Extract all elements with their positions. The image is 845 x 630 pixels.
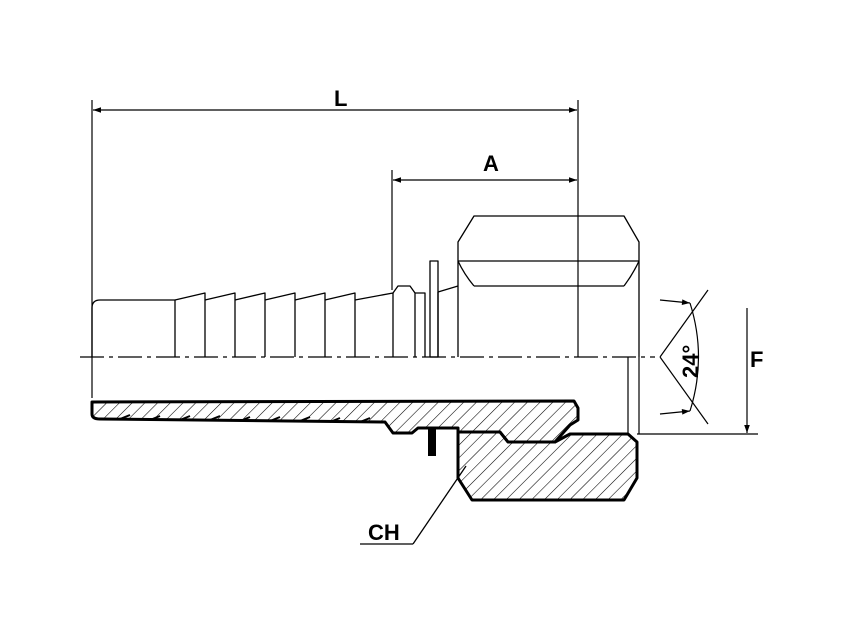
hex-leader bbox=[360, 465, 467, 545]
retaining-ring bbox=[428, 428, 436, 456]
section-barbs bbox=[119, 414, 371, 423]
angle-label: 24° bbox=[678, 345, 703, 378]
dimension-a-label: A bbox=[483, 151, 499, 176]
dimension-a bbox=[391, 170, 577, 290]
hex-label: CH bbox=[368, 520, 400, 545]
section-nut-hatch bbox=[456, 430, 639, 502]
dimension-f-label: F bbox=[750, 347, 763, 372]
angle-dimension bbox=[659, 289, 709, 425]
guide-lines bbox=[627, 357, 758, 435]
fitting-outline-upper bbox=[91, 215, 640, 358]
section-body-hatch bbox=[90, 399, 580, 444]
dimension-l-label: L bbox=[334, 86, 347, 111]
dimension-l bbox=[91, 100, 579, 398]
